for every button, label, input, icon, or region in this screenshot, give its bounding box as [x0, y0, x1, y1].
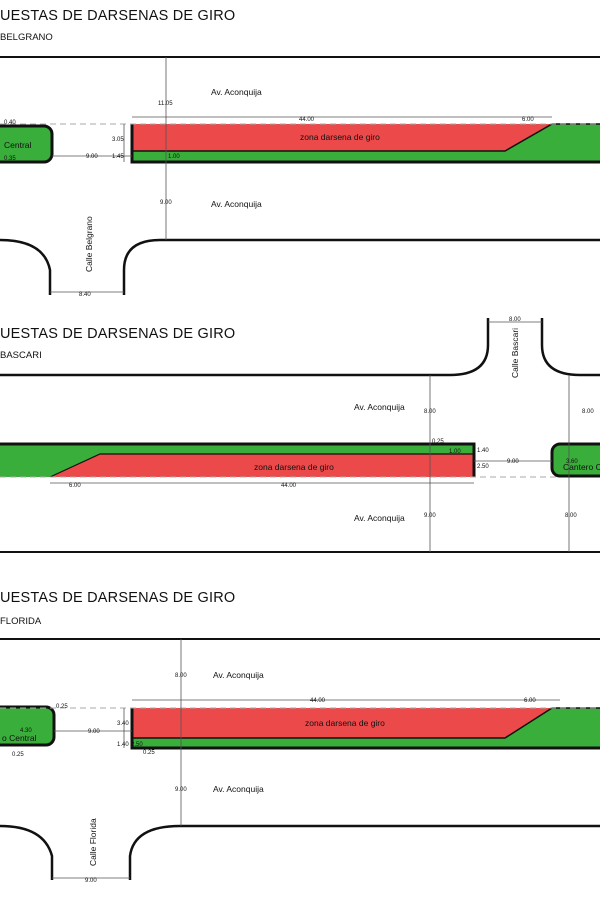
dim-median-width: 1.45 — [112, 154, 124, 160]
median-label: Central — [4, 140, 32, 150]
street-label-south: Av. Aconquija — [211, 199, 262, 209]
dim-cantero-width: 4.30 — [20, 728, 32, 734]
zone-label: zona darsena de giro — [254, 462, 334, 472]
dim-gap: 9.00 — [86, 154, 98, 160]
plan-drawing: Av. Aconquija Av. Aconquija o Central zo… — [0, 638, 600, 884]
cross-street-label: Calle Bascari — [510, 328, 520, 378]
dim-cross-width: 9.00 — [85, 878, 97, 884]
street-label-south: Av. Aconquija — [354, 513, 405, 523]
plan-drawing: Av. Aconquija Av. Aconquija Central zona… — [0, 56, 600, 298]
dim-cantero-width: 3.60 — [566, 459, 578, 465]
panel-subtitle: FLORIDA — [0, 616, 42, 627]
panel-title: UESTAS DE DARSENAS DE GIRO — [0, 326, 236, 342]
panel-title: UESTAS DE DARSENAS DE GIRO — [0, 8, 236, 24]
panel-bascari: UESTAS DE DARSENAS DE GIRO BASCARI Av. A… — [0, 317, 600, 570]
street-label-north: Av. Aconquija — [213, 670, 264, 680]
median-central — [0, 705, 56, 747]
zone-label: zona darsena de giro — [300, 132, 380, 142]
turn-zone — [132, 124, 552, 151]
dim-median-width: 1.40 — [117, 742, 129, 748]
turn-zone — [132, 708, 552, 738]
dim-north-width-right: 8.00 — [582, 409, 594, 415]
panel-subtitle: BELGRANO — [0, 32, 53, 43]
dim-gap: 9.00 — [88, 729, 100, 735]
cross-street-label: Calle Florida — [88, 818, 98, 866]
median-cantero — [550, 442, 600, 478]
dim-median-offset: 1.00 — [168, 154, 180, 160]
turn-zone — [50, 454, 474, 477]
dim-south-width: 9.00 — [175, 787, 187, 793]
dim-south-width: 9.00 — [424, 513, 436, 519]
dim-median-top: 0.25 — [432, 439, 444, 445]
plan-drawing: Av. Aconquija Av. Aconquija Cantero C zo… — [0, 317, 600, 553]
panel-title: UESTAS DE DARSENAS DE GIRO — [0, 590, 236, 606]
cross-street-label: Calle Belgrano — [84, 216, 94, 272]
dim-cross-width: 8.40 — [79, 292, 91, 298]
dim-zone-width: 3.05 — [112, 137, 124, 143]
street-label-south: Av. Aconquija — [213, 784, 264, 794]
dim-zone-length: 44.00 — [281, 483, 297, 489]
street-label-north: Av. Aconquija — [211, 87, 262, 97]
dim-zone-length: 44.00 — [310, 698, 326, 704]
dim-kerb-bottom: 0.35 — [4, 156, 16, 162]
dim-north-width: 8.00 — [424, 409, 436, 415]
south-kerb-line — [0, 824, 600, 880]
median-central — [0, 124, 54, 164]
median-strip — [132, 124, 600, 162]
dim-north-width: 11.05 — [158, 101, 173, 107]
panel-belgrano: UESTAS DE DARSENAS DE GIRO BELGRANO Av. … — [0, 0, 600, 300]
zone-label: zona darsena de giro — [305, 718, 385, 728]
dim-median-width: 1.00 — [449, 449, 461, 455]
dim-north-width: 8.00 — [175, 673, 187, 679]
dim-taper-length: 6.00 — [69, 483, 81, 489]
dim-side-a: 1.40 — [477, 448, 489, 454]
dim-south-width: 9.00 — [160, 200, 172, 206]
dim-taper-length: 6.00 — [524, 698, 536, 704]
dim-zone-width: 3.40 — [117, 721, 129, 727]
panel-florida: UESTAS DE DARSENAS DE GIRO FLORIDA Av. A… — [0, 582, 600, 900]
dim-zone-length: 44.00 — [299, 117, 315, 123]
dim-kerb-bottom: 0.25 — [12, 752, 24, 758]
dim-median-inner: 2.50 — [131, 742, 143, 748]
dim-gap: 9.00 — [507, 459, 519, 465]
median-label: o Central — [2, 733, 37, 743]
panel-subtitle: BASCARI — [0, 350, 42, 361]
north-kerb-line — [0, 318, 600, 377]
street-label-north: Av. Aconquija — [354, 402, 405, 412]
median-label: Cantero C — [563, 462, 600, 472]
dim-cross-width: 8.00 — [509, 317, 521, 323]
south-kerb-line — [0, 238, 600, 295]
dim-tick-b: 0.25 — [143, 750, 155, 756]
dim-kerb-top: 0.40 — [4, 120, 16, 126]
dim-south-width-right: 8.00 — [565, 513, 577, 519]
dim-side-b: 2.50 — [477, 464, 489, 470]
dim-taper-length: 6.00 — [522, 117, 534, 123]
dim-kerb-top: 0.25 — [56, 704, 68, 710]
